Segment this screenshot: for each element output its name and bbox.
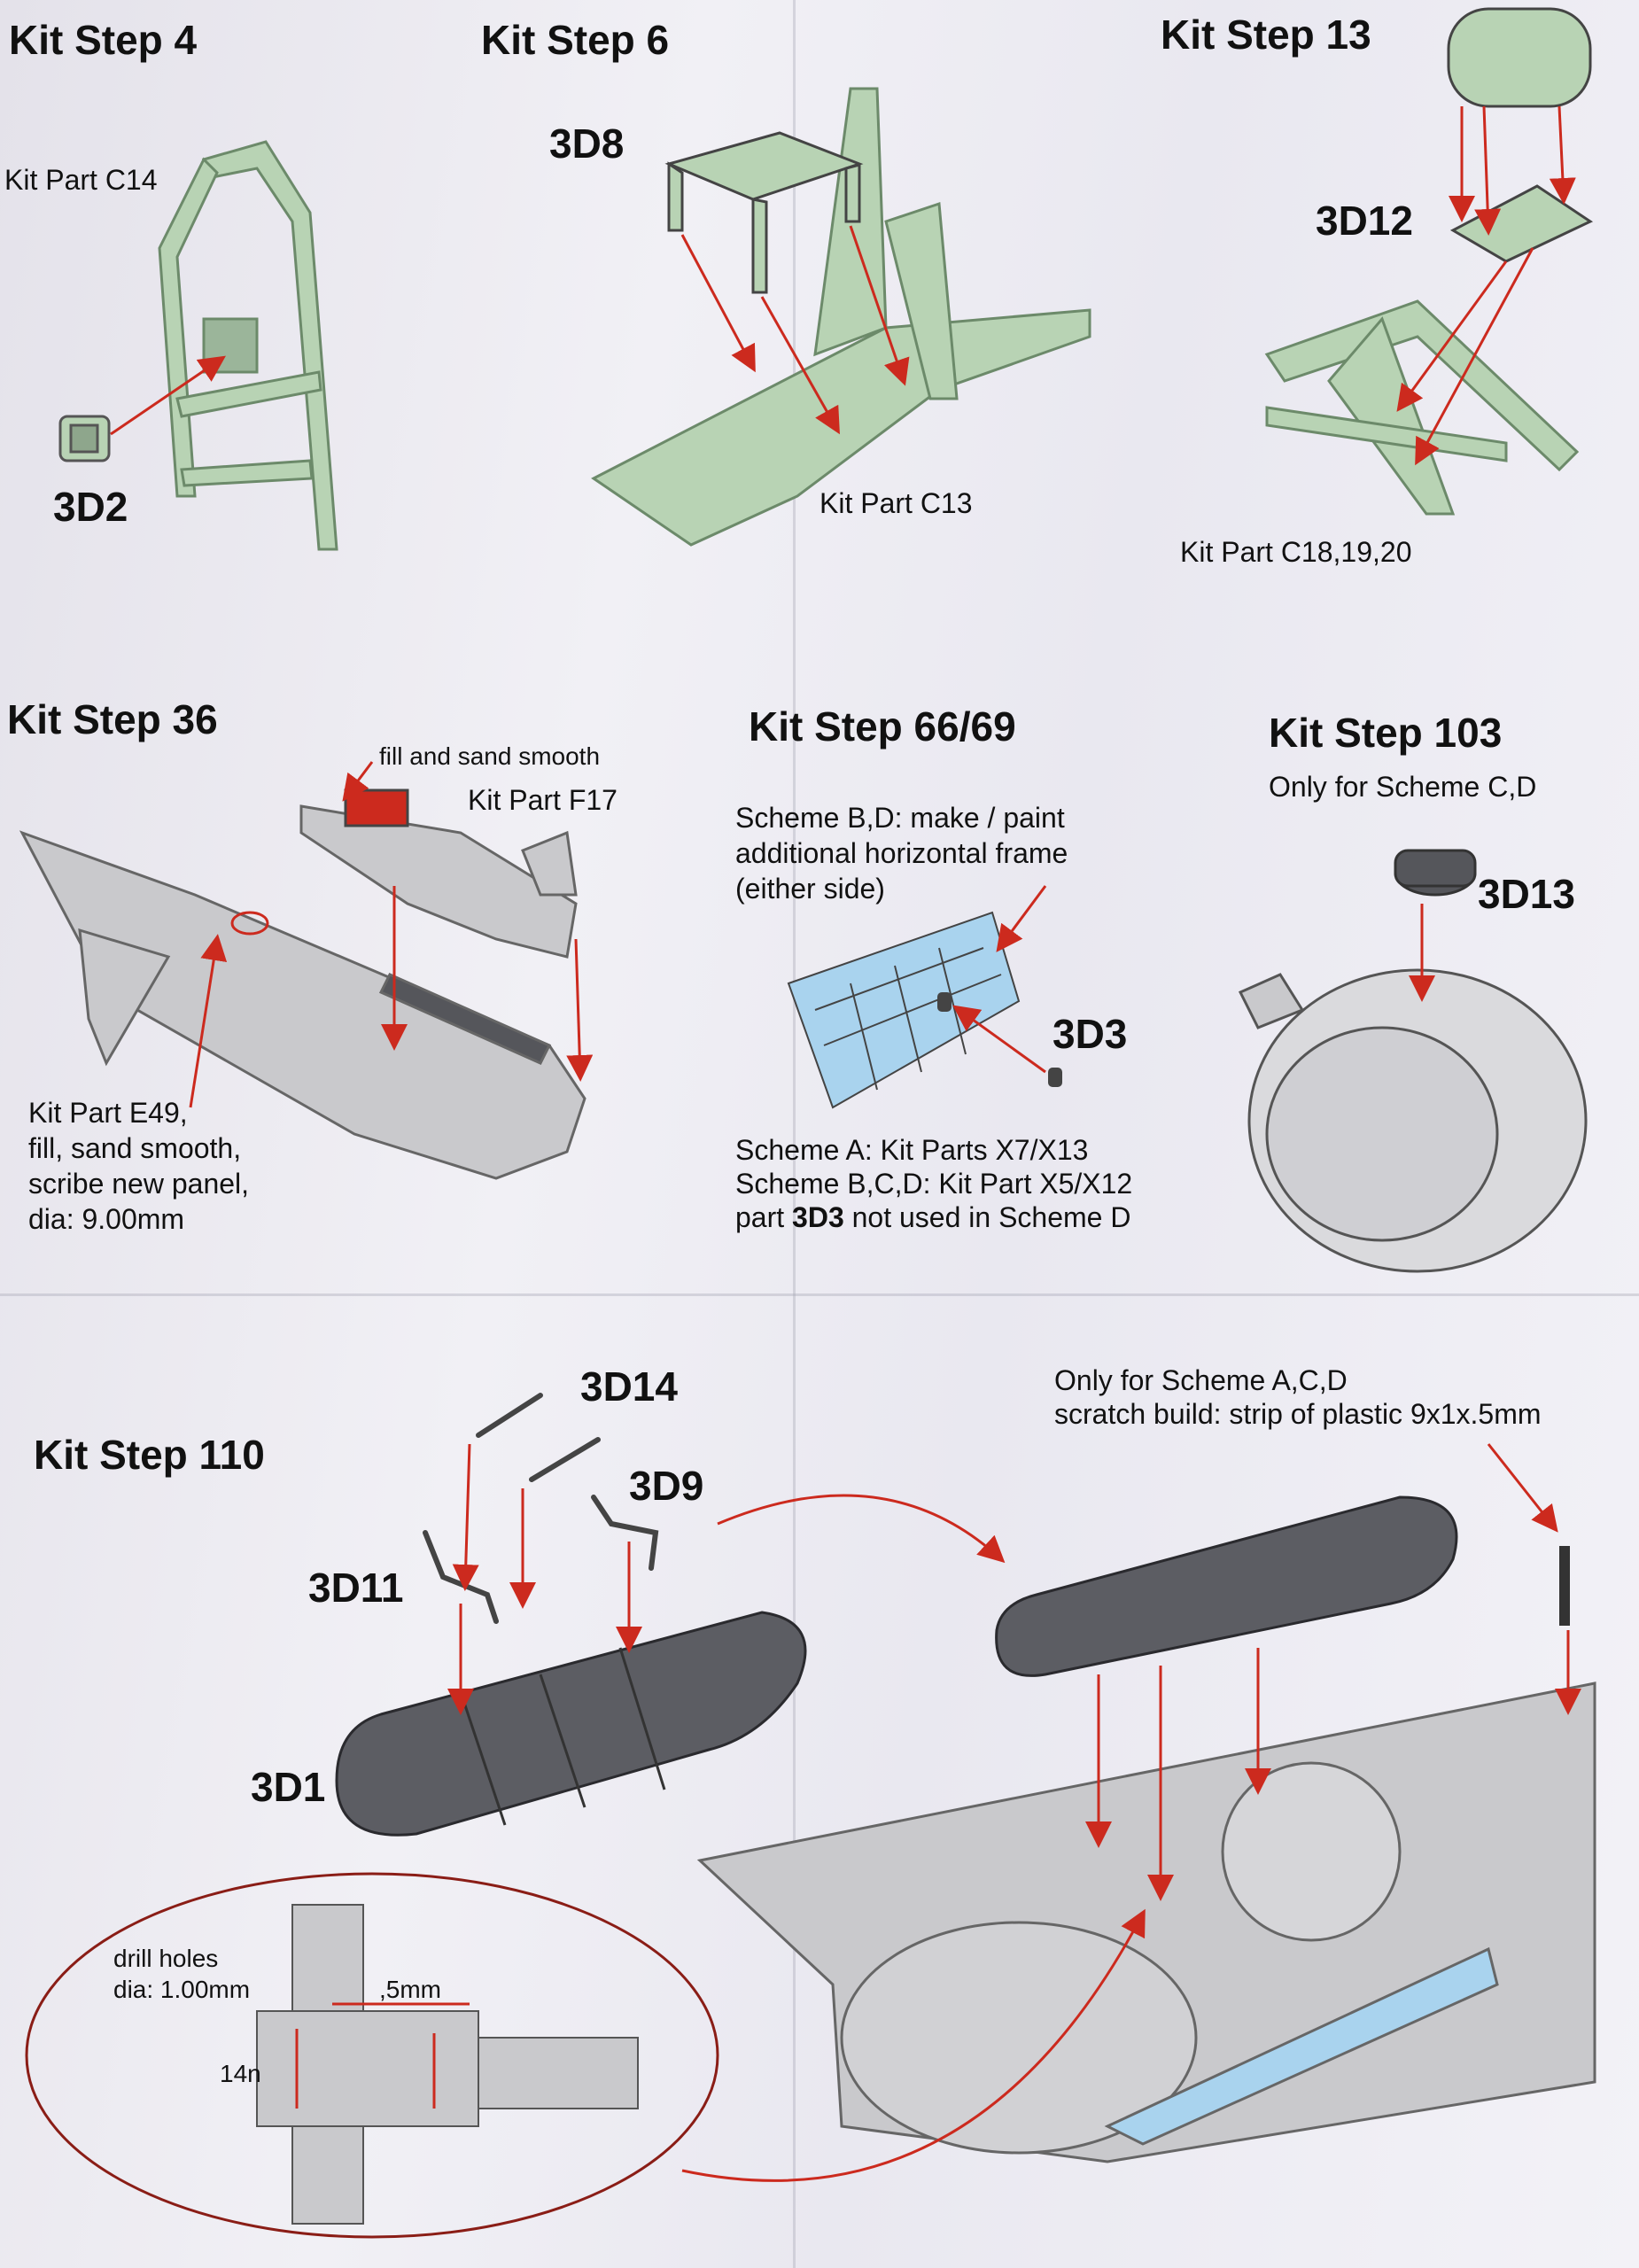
part-f17-drawing	[299, 788, 578, 959]
step-13-kit-part: Kit Part C18,19,20	[1180, 536, 1412, 568]
step-36-e49-line-4: dia: 9.00mm	[28, 1203, 185, 1235]
step-110-scheme-note: Only for Scheme A,C,D	[1054, 1364, 1348, 1396]
step-103-part-id: 3D13	[1478, 871, 1575, 917]
part-3d12-drawing	[1447, 7, 1594, 263]
step-6669-scheme-line-1: Scheme B,D: make / paint	[735, 802, 1065, 834]
step-4-part-id: 3D2	[53, 484, 128, 530]
step-103-subtitle: Only for Scheme C,D	[1269, 771, 1537, 803]
bottom-line-3-pre: part	[735, 1201, 793, 1233]
step-13-part-id: 3D12	[1316, 198, 1413, 244]
arrow-3d2	[110, 355, 226, 436]
bottom-line-3-post: not used in Scheme D	[843, 1201, 1131, 1233]
step-6669-scheme-line-3: (either side)	[735, 873, 885, 905]
drill-note-line-1: drill holes	[113, 1945, 219, 1972]
arrows-3d12	[1396, 105, 1576, 466]
arrows-110-right	[681, 1443, 1581, 2182]
step-6669-title: Kit Step 66/69	[749, 703, 1016, 750]
step-110-part-3d9: 3D9	[629, 1463, 704, 1509]
step-110-part-3d11: 3D11	[308, 1565, 404, 1611]
step-6669-bottom-line-1: Scheme A: Kit Parts X7/X13	[735, 1134, 1089, 1166]
step-36-e49-line-2: fill, sand smooth,	[28, 1132, 242, 1164]
step-36-e49-line-1: Kit Part E49,	[28, 1097, 188, 1129]
step-6-kit-part: Kit Part C13	[820, 487, 973, 519]
step-110-part-3d1: 3D1	[251, 1764, 326, 1810]
arrows-3d3	[952, 885, 1047, 1074]
engine-drawing-103	[1238, 968, 1588, 1273]
part-3d8-drawing	[664, 131, 864, 294]
step-110-title: Kit Step 110	[34, 1432, 265, 1478]
paper-fold-vertical	[793, 0, 796, 2268]
step-103-title: Kit Step 103	[1269, 710, 1503, 756]
dimension-5mm: ,5mm	[379, 1976, 441, 2003]
step-4-kit-part: Kit Part C14	[4, 164, 158, 196]
step-6-title: Kit Step 6	[481, 17, 670, 63]
c18-frame-drawing	[1264, 299, 1580, 516]
plastic-strip-drawing	[1559, 1546, 1570, 1626]
c14-frame-drawing	[158, 140, 338, 551]
arrows-3d8	[680, 225, 910, 435]
step-6669-part-id: 3D3	[1053, 1011, 1128, 1057]
bottom-line-3-bold: 3D3	[792, 1201, 844, 1233]
step-13-title: Kit Step 13	[1161, 12, 1371, 58]
step-36-title: Kit Step 36	[7, 696, 218, 742]
step-4-title: Kit Step 4	[9, 17, 198, 63]
paper-fold-horizontal	[0, 1293, 1639, 1296]
frame-panel-drawing	[787, 911, 1021, 1109]
step-6669-bottom-line-2: Scheme B,C,D: Kit Part X5/X12	[735, 1168, 1133, 1200]
c13-floor-drawing	[591, 87, 1091, 547]
step-36-kit-part-f17: Kit Part F17	[468, 784, 618, 816]
step-110-scratch-note: scratch build: strip of plastic 9x1x.5mm	[1054, 1398, 1542, 1430]
step-110-part-3d14: 3D14	[580, 1363, 678, 1410]
drill-note-line-2: dia: 1.00mm	[113, 1976, 251, 2003]
tank-drawing-3d1	[335, 1611, 807, 1837]
fuselage-drawing-36	[19, 830, 586, 1180]
step-6-part-id: 3D8	[549, 120, 625, 167]
dimension-14mm: 14n	[220, 2060, 261, 2087]
drill-detail-drawing	[256, 1904, 639, 2225]
step-36-e49-line-3: scribe new panel,	[28, 1168, 250, 1200]
part-3d2-drawing	[58, 415, 111, 462]
step-6669-bottom-line-3: part 3D3 not used in Scheme D	[735, 1201, 1130, 1234]
drill-dimension-lines	[295, 2002, 470, 2109]
arrows-36	[189, 761, 594, 1108]
wing-nacelle-drawing	[696, 1682, 1596, 2163]
tank-mounted-drawing	[995, 1495, 1458, 1677]
part-3d13-drawing	[1394, 849, 1477, 897]
step-36-fill-note: fill and sand smooth	[379, 742, 601, 770]
drill-detail-ellipse	[25, 1872, 719, 2239]
arrows-110-left	[447, 1443, 642, 1715]
part-3d3-drawing	[937, 992, 1062, 1087]
step-6669-scheme-line-2: additional horizontal frame	[735, 837, 1068, 869]
parts-3d14-3d11-3d9-drawing	[423, 1393, 659, 1624]
